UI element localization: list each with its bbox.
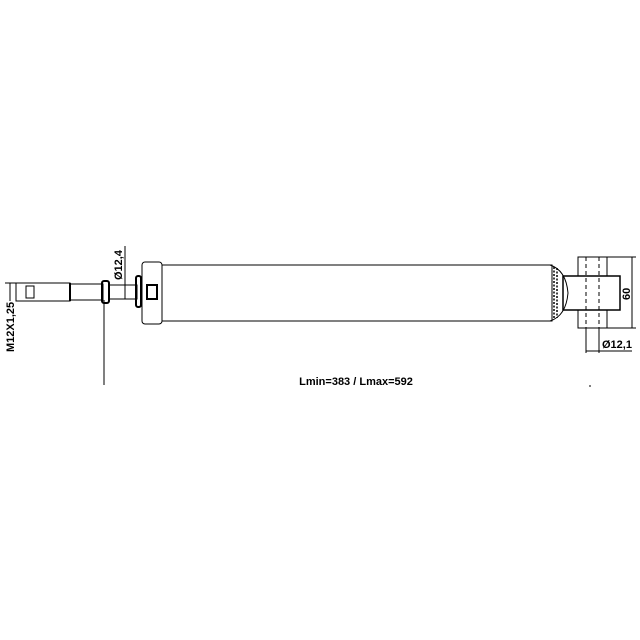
rod-diameter-label: Ø12,4: [113, 249, 125, 280]
cylinder-body: [161, 264, 569, 322]
piston-rod: [15, 275, 142, 308]
length-label: Lmin=383 / Lmax=592: [299, 376, 413, 388]
dimension-lines: [5, 246, 636, 387]
rod-collar: [135, 275, 142, 308]
mounting-eye: [562, 256, 621, 329]
cylinder-tube: [161, 264, 553, 322]
eye-width-label: 60: [621, 288, 633, 300]
eye-bore-label: Ø12,1: [602, 339, 632, 351]
top-cap-square: [146, 284, 158, 300]
eye-bushing-bottom: [577, 309, 608, 329]
eye-bushing-top: [577, 256, 608, 277]
thread-label: M12X1,25: [5, 302, 17, 352]
bottom-cap: [549, 264, 569, 322]
thread-flat: [25, 285, 35, 299]
